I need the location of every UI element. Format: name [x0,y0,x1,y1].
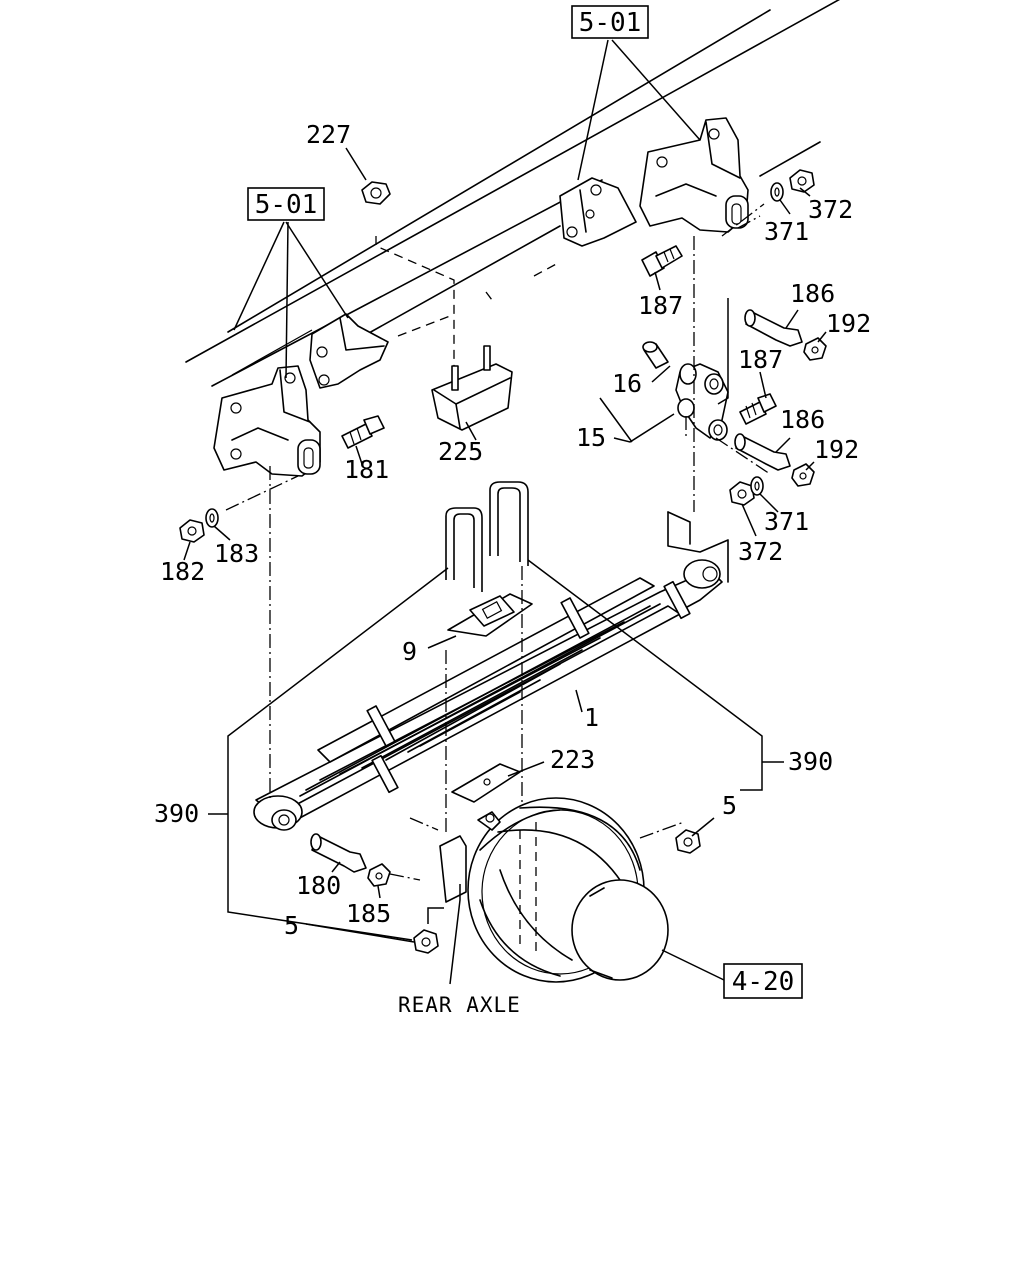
label-225: 225 [438,437,483,466]
bolt-187-top [641,245,683,277]
bushing-16 [642,341,669,369]
label-16: 16 [612,369,642,398]
ref-box-5-01-top[interactable]: 5-01 [571,5,649,39]
nut-227 [361,181,391,205]
nut-5-right [675,829,701,854]
label-390-left: 390 [154,799,199,828]
washer-371-mid [750,476,764,496]
part-labels: 227 372 371 187 186 192 16 187 15 186 19… [154,120,871,1017]
u-bolt-390-right [489,481,529,566]
u-bolt-390-left [445,507,483,592]
grease-fitting-192-top [803,337,827,361]
nut-182 [179,519,205,543]
label-182: 182 [160,557,205,586]
label-192-mid: 192 [814,435,859,464]
label-371-top: 371 [764,217,809,246]
ref-box-4-20[interactable]: 4-20 [723,963,803,999]
grease-fitting-192-mid [791,463,815,487]
label-183: 183 [214,539,259,568]
front-hanger-bracket-small [309,313,389,389]
rear-axle-hub [439,797,669,983]
label-187-mid: 187 [738,345,783,374]
spring-pad-223 [451,763,521,803]
rear-hanger-bracket-large [639,117,749,233]
bolt-187-mid [739,393,777,425]
label-5-left: 5 [284,911,299,940]
pin-180 [310,833,367,873]
label-rear-axle: REAR AXLE [398,993,521,1017]
label-9: 9 [402,637,417,666]
bump-stopper-225 [431,345,513,431]
label-1: 1 [584,703,599,732]
label-223: 223 [550,745,595,774]
pin-186-top [744,309,803,347]
label-390-right: 390 [788,747,833,776]
label-185: 185 [346,899,391,928]
pin-186-mid [734,433,791,471]
bolt-181 [341,415,385,449]
nut-5-left [413,929,439,954]
label-5-right: 5 [722,791,737,820]
label-372-mid: 372 [738,537,783,566]
assembly-lines [225,203,771,881]
label-371-mid: 371 [764,507,809,536]
washer-183 [205,508,219,528]
label-227: 227 [306,120,351,149]
ref-5-01-left-text: 5-01 [255,190,318,220]
label-181: 181 [344,455,389,484]
rear-hanger-bracket-small [559,177,637,247]
ref-4-20-text: 4-20 [732,967,795,997]
frame-rail [185,0,841,387]
leaf-spring-1 [253,511,729,831]
grease-fitting-185 [367,863,391,887]
label-187-top: 187 [638,291,683,320]
label-15: 15 [576,423,606,452]
label-186-top: 186 [790,279,835,308]
shackle-15 [675,363,729,441]
leader-lines [183,39,827,985]
label-186-mid: 186 [780,405,825,434]
ref-5-01-top-text: 5-01 [579,8,642,38]
nut-372-top [789,169,815,193]
label-180: 180 [296,871,341,900]
label-372-top: 372 [808,195,853,224]
nut-372-mid [729,481,755,506]
front-hanger-bracket-large [213,365,321,477]
ref-box-5-01-left[interactable]: 5-01 [247,187,325,221]
label-192-top: 192 [826,309,871,338]
washer-371-top [770,182,784,202]
